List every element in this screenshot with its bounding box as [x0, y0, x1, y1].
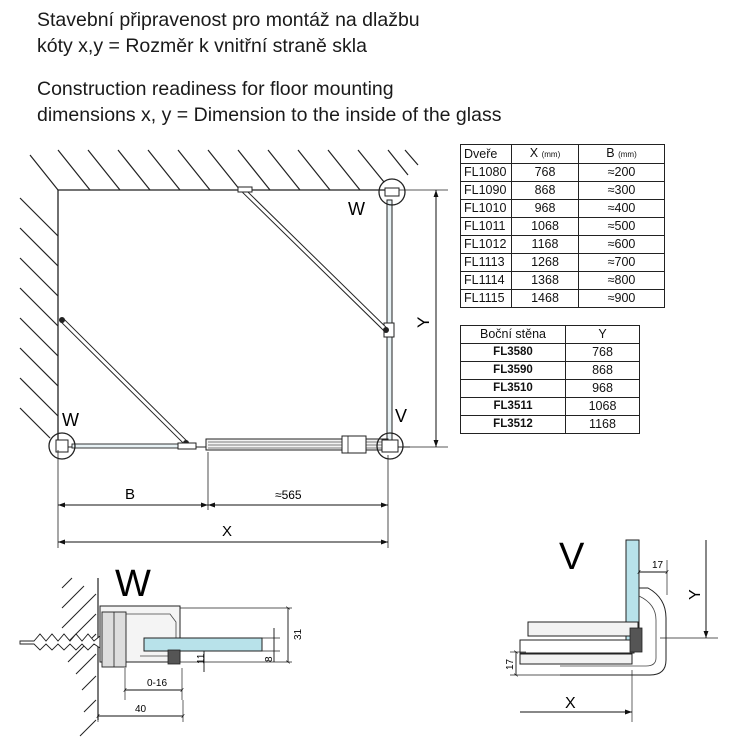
door-b: ≈400 [578, 199, 665, 218]
fixed-glass-panel [71, 443, 183, 449]
dimension-b-label: B [125, 486, 135, 503]
detail-v-dim-17-left: 17 [505, 658, 516, 670]
wall-y: 968 [565, 379, 640, 398]
dimension-565-label: ≈565 [275, 488, 302, 502]
door-x: 1468 [511, 289, 579, 308]
left-stabilizer-bar [60, 318, 188, 445]
header-cz-line2: kóty x,y = Rozměr k vnitřní straně skla [37, 35, 367, 57]
dimension-y-label: Y [414, 317, 433, 328]
detail-w-dim-11: 11 [196, 653, 207, 664]
detail-w-top-circle [378, 178, 406, 206]
detail-w-dim-016: 0-16 [147, 678, 167, 689]
wall-model: FL3512 [460, 415, 566, 434]
detail-v-seal [629, 627, 643, 653]
wall-y: 1168 [565, 415, 640, 434]
detail-v-profile [381, 439, 399, 453]
detail-v-profile-outer [560, 587, 667, 676]
detail-v-dim-x: X [565, 695, 576, 712]
detail-w-glass [143, 637, 263, 652]
detail-w-left-circle [48, 432, 76, 460]
door-col-model-header: Dveře [460, 144, 512, 164]
detail-w-top-profile [384, 187, 400, 197]
door-handle [341, 435, 367, 454]
door-b: ≈500 [578, 217, 665, 236]
detail-w-dim-8: 8 [264, 656, 275, 662]
wall-model: FL3580 [460, 343, 566, 362]
detail-v-dim-17-top: 17 [652, 560, 664, 571]
detail-w-seal [167, 649, 181, 665]
detail-v-circle [376, 432, 404, 460]
door-b: ≈900 [578, 289, 665, 308]
top-bar-bracket [237, 186, 253, 193]
detail-w-left-profile [55, 439, 69, 453]
top-stabilizer-bar [242, 189, 388, 332]
header-en-line2: dimensions x, y = Dimension to the insid… [37, 104, 502, 126]
door-model: FL1080 [460, 163, 512, 182]
door-model: FL1115 [460, 289, 512, 308]
label-w-left: W [62, 410, 79, 430]
wall-y: 768 [565, 343, 640, 362]
door-x: 1168 [511, 235, 579, 254]
fixed-glass-clamp [177, 442, 197, 450]
detail-v-door-block-middle [519, 639, 635, 654]
left-bar-end [59, 317, 65, 323]
detail-w-wall-hatch [61, 577, 97, 737]
dimension-x-label: X [222, 523, 232, 540]
top-wall-hatch [29, 149, 419, 191]
detail-w-profile-inner [104, 613, 177, 657]
wall-model: FL3511 [460, 397, 566, 416]
detail-w: W 31 8 11 0-16 [19, 563, 304, 737]
left-wall-hatch [19, 197, 59, 439]
detail-w-title: W [115, 563, 151, 605]
detail-v-title: V [559, 536, 585, 578]
detail-v-door-block-top [527, 621, 639, 637]
floor-plan: W W V Y B ≈565 X [19, 149, 448, 548]
top-bar-end [383, 327, 389, 333]
label-v: V [395, 406, 407, 426]
detail-v-profile-inner [560, 595, 657, 667]
detail-w-dim-40: 40 [135, 704, 147, 715]
detail-w-dim-31: 31 [293, 628, 304, 640]
label-w-top: W [348, 199, 365, 219]
side-glass-panel [386, 199, 393, 441]
door-model: FL1012 [460, 235, 512, 254]
door-model: FL1113 [460, 253, 512, 272]
header-en-line1: Construction readiness for floor mountin… [37, 78, 394, 100]
detail-v-door-block-bottom [519, 653, 633, 665]
detail-v-dim-y: Y [687, 589, 704, 600]
detail-w-anchor [19, 633, 101, 651]
door-x: 1268 [511, 253, 579, 272]
detail-v: V 17 Y 17 X [505, 536, 718, 722]
door-table-header: Dveře X (mm) B (mm) [460, 144, 665, 164]
header-cz-line1: Stavební připravenost pro montáž na dlaž… [37, 9, 420, 31]
